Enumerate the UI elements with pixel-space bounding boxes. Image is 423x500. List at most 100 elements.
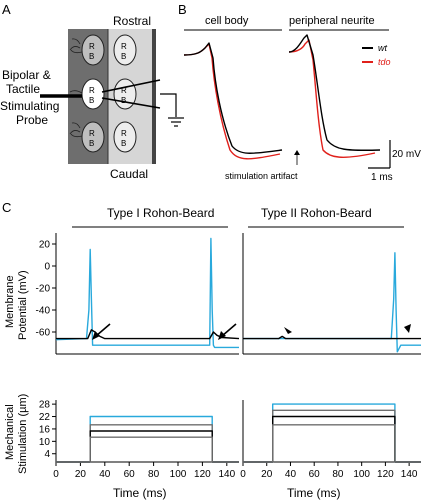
type2-title: Type II Rohon-Beard	[261, 206, 372, 220]
recording-pipette	[101, 79, 161, 109]
y-tick-label: 10	[39, 437, 51, 448]
scale-ms-label: 1 ms	[371, 172, 393, 183]
svg-text:B: B	[121, 96, 126, 105]
x-tick-label: 60	[124, 469, 136, 480]
xlabel-left: Time (ms)	[113, 486, 167, 500]
ap-trace	[288, 34, 381, 151]
panel-a-letter: A	[2, 2, 11, 17]
svg-text:Membrane: Membrane	[4, 275, 16, 328]
scale-mv-label: 20 mV	[392, 149, 421, 160]
rb-cell: R B	[113, 78, 137, 110]
svg-text:B: B	[89, 139, 94, 148]
y-tick-label: 16	[39, 424, 51, 435]
y-tick-label: 4	[44, 449, 50, 460]
svg-text:Bipolar &: Bipolar &	[2, 68, 51, 82]
x-tick-label: 100	[353, 469, 370, 480]
rb-cell: R B	[113, 121, 137, 153]
svg-text:R: R	[89, 42, 95, 51]
arrowhead-icon	[404, 324, 411, 333]
legend-wt-label: wt	[378, 43, 387, 53]
panel-b-letter: B	[178, 2, 187, 17]
xlabel-right: Time (ms)	[287, 486, 341, 500]
x-tick-label: 40	[285, 469, 297, 480]
rb-cell-recorded: R B	[81, 78, 105, 110]
x-tick-label: 140	[218, 469, 235, 480]
svg-text:Stimulation (µm): Stimulation (µm)	[17, 394, 29, 474]
ylabel-stimulation-units: Stimulation (µm)	[17, 394, 29, 474]
svg-text:R: R	[89, 86, 95, 95]
series-line	[56, 436, 239, 463]
y-tick-label: -20	[36, 284, 51, 295]
peripheral-neurite-label: peripheral neurite	[289, 15, 375, 27]
type1-title: Type I Rohon-Beard	[107, 206, 214, 220]
artifact-arrowhead	[294, 150, 300, 155]
x-tick-label: 80	[332, 469, 344, 480]
svg-text:R: R	[121, 129, 127, 138]
chart-type2	[242, 233, 421, 355]
x-tick-label: 0	[240, 469, 246, 480]
x-tick-label: 40	[99, 469, 111, 480]
series-line	[243, 335, 421, 340]
x-tick-label: 100	[170, 469, 187, 480]
ylabel-membrane-units: Potential (mV)	[17, 270, 29, 340]
rb-cell: R B	[113, 34, 137, 66]
x-tick-label: 20	[75, 469, 87, 480]
arrowhead-icon	[284, 327, 292, 334]
svg-text:Mechanical: Mechanical	[4, 404, 16, 460]
rostral-label: Rostral	[113, 14, 151, 28]
chart-type1: 200-20-40-60	[36, 233, 240, 355]
y-tick-label: 22	[39, 412, 51, 423]
x-tick-label: 0	[53, 469, 59, 480]
action-potential-traces	[183, 34, 381, 160]
svg-text:R: R	[121, 42, 127, 51]
ap-trace	[183, 42, 283, 154]
svg-text:Tactile: Tactile	[6, 82, 40, 96]
svg-text:Probe: Probe	[16, 113, 48, 127]
ground-wire	[160, 93, 177, 117]
embryo-diagram: R B R B R B R B R B R B	[40, 29, 184, 164]
svg-text:B: B	[89, 96, 94, 105]
ap-trace	[288, 39, 376, 158]
x-tick-label: 80	[148, 469, 160, 480]
ylabel-stimulation: Mechanical	[4, 404, 16, 460]
legend-tdo-label: tdo	[378, 57, 391, 67]
probe-label: Bipolar & Tactile Stimulating Probe	[0, 68, 59, 127]
caudal-label: Caudal	[110, 167, 148, 181]
x-tick-label: 120	[194, 469, 211, 480]
x-tick-label: 140	[401, 469, 418, 480]
series-line	[55, 237, 239, 349]
y-tick-label: 0	[44, 262, 50, 273]
ylabel-membrane: Membrane	[4, 275, 16, 328]
rb-cell: R B	[81, 121, 105, 153]
svg-text:Potential (mV): Potential (mV)	[17, 270, 29, 340]
series-line	[243, 252, 421, 353]
series-line	[243, 424, 421, 463]
cell-body-label: cell body	[205, 15, 249, 27]
arrow-icon	[92, 323, 111, 340]
neurites	[69, 38, 83, 138]
y-tick-label: -40	[36, 306, 51, 317]
svg-text:B: B	[89, 52, 94, 61]
x-tick-label: 60	[309, 469, 321, 480]
stimulation-artifact-label: stimulation artifact	[225, 171, 298, 181]
x-tick-label: 120	[377, 469, 394, 480]
arrow-icon	[218, 323, 237, 340]
svg-text:R: R	[89, 129, 95, 138]
ap-trace	[183, 43, 281, 160]
svg-text:B: B	[121, 52, 126, 61]
y-tick-label: 28	[39, 400, 51, 411]
chart-stim2: 0 20 40 60 80 100 120 140	[240, 400, 421, 480]
series-line	[56, 329, 240, 340]
x-tick-label: 20	[261, 469, 273, 480]
svg-text:B: B	[121, 139, 126, 148]
ground-icon	[168, 117, 184, 127]
embryo-right-edge	[152, 29, 156, 164]
legend: wt tdo	[362, 43, 391, 67]
svg-text:R: R	[121, 86, 127, 95]
svg-text:Stimulating: Stimulating	[0, 99, 59, 113]
y-tick-label: 20	[39, 240, 51, 251]
panel-c-letter: C	[2, 200, 11, 215]
